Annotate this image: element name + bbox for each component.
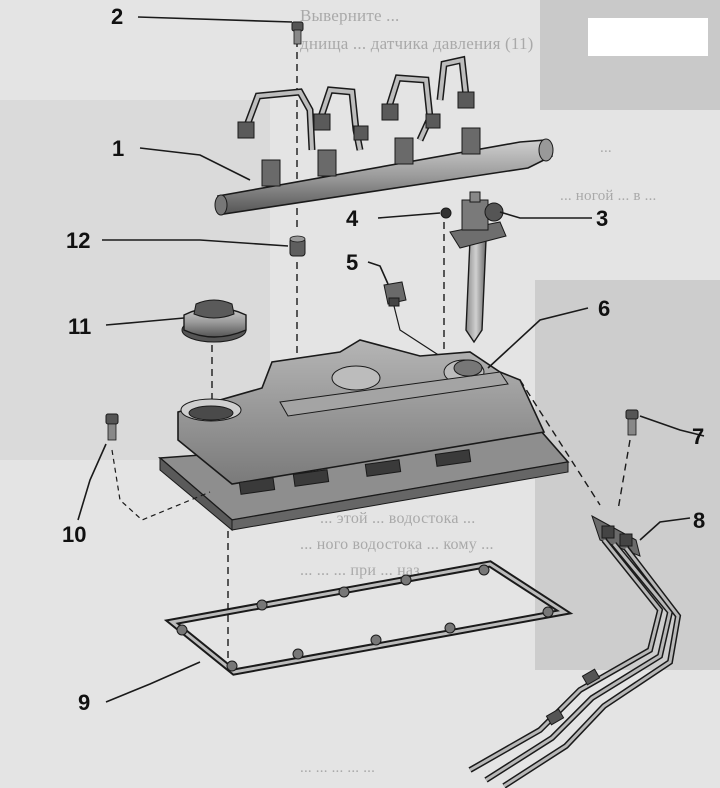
- bg-text-line-6: ... ного водостока ... кому ...: [300, 536, 494, 553]
- fuel-rail: [214, 55, 554, 216]
- bg-text-line-4: ... ногой ... в ...: [560, 188, 657, 204]
- spacer-bushing: [289, 235, 306, 257]
- bg-text-line-7: ... ... ... при ... наз ...: [300, 562, 437, 579]
- injector: [449, 191, 507, 344]
- callout-9: 9: [78, 690, 90, 715]
- cover-gasket: [163, 560, 574, 676]
- bg-text-line-5: ... этой ... водостока ...: [320, 510, 476, 527]
- callout-11: 11: [68, 314, 91, 339]
- callout-6: 6: [598, 296, 610, 321]
- callout-1: 1: [112, 136, 124, 161]
- callout-4: 4: [346, 206, 359, 231]
- sensor: [383, 281, 441, 357]
- bg-panel-right: [535, 280, 720, 670]
- cylinder-head-cover: [158, 339, 570, 532]
- callout-2: 2: [111, 4, 123, 29]
- callout-5: 5: [346, 250, 358, 275]
- callout-7: 7: [692, 424, 704, 449]
- bg-text-line-8: ... ... ... ... ...: [300, 760, 376, 776]
- bolt-top: [291, 21, 304, 45]
- callout-10: 10: [62, 522, 86, 547]
- filler-cap: [181, 299, 247, 343]
- return-lines: [468, 538, 682, 788]
- callout-12: 12: [66, 228, 90, 253]
- bg-text-line-1: Выверните ...: [300, 6, 400, 25]
- leader-lines: [77, 16, 705, 703]
- callout-3: 3: [596, 206, 608, 231]
- bg-text-line-2: днища ... датчика давления (11): [300, 34, 534, 53]
- bolt-left: [105, 413, 211, 521]
- clamp-bolt: [440, 207, 452, 219]
- callout-8: 8: [693, 508, 705, 533]
- bolt-right: [625, 409, 639, 436]
- bg-label-box: [588, 18, 708, 56]
- bg-text-line-3: ...: [600, 140, 612, 156]
- pipe-bracket: [591, 514, 641, 557]
